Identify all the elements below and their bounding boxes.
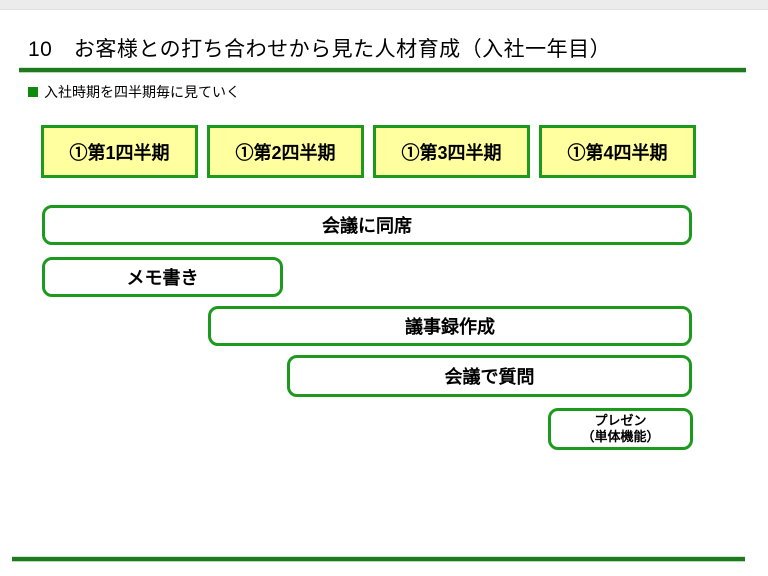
quarter-box-4: ①第4四半期 [539, 125, 696, 178]
activity-bar-minutes-creation: 議事録作成 [208, 306, 692, 346]
activity-bar-ask-questions: 会議で質問 [287, 355, 692, 397]
activity-bar-memo-writing: メモ書き [42, 257, 283, 297]
bullet-row: 入社時期を四半期毎に見ていく [28, 82, 240, 102]
presentation-sublabel: （単体機能） [581, 429, 660, 444]
bullet-text: 入社時期を四半期毎に見ていく [44, 84, 240, 100]
window-top-strip [0, 0, 768, 10]
title-underline [19, 68, 746, 72]
footer-line [12, 557, 745, 561]
activity-bar-presentation: プレゼン （単体機能） [548, 408, 693, 450]
presentation-label: プレゼン [594, 413, 647, 429]
quarter-box-1: ①第1四半期 [41, 125, 198, 178]
bullet-square-icon [28, 87, 38, 97]
quarter-box-2: ①第2四半期 [207, 125, 364, 178]
activity-bar-attend-meeting: 会議に同席 [42, 205, 692, 245]
slide-title: 10 お客様との打ち合わせから見た人材育成（入社一年目） [28, 38, 612, 61]
quarter-box-3: ①第3四半期 [373, 125, 530, 178]
